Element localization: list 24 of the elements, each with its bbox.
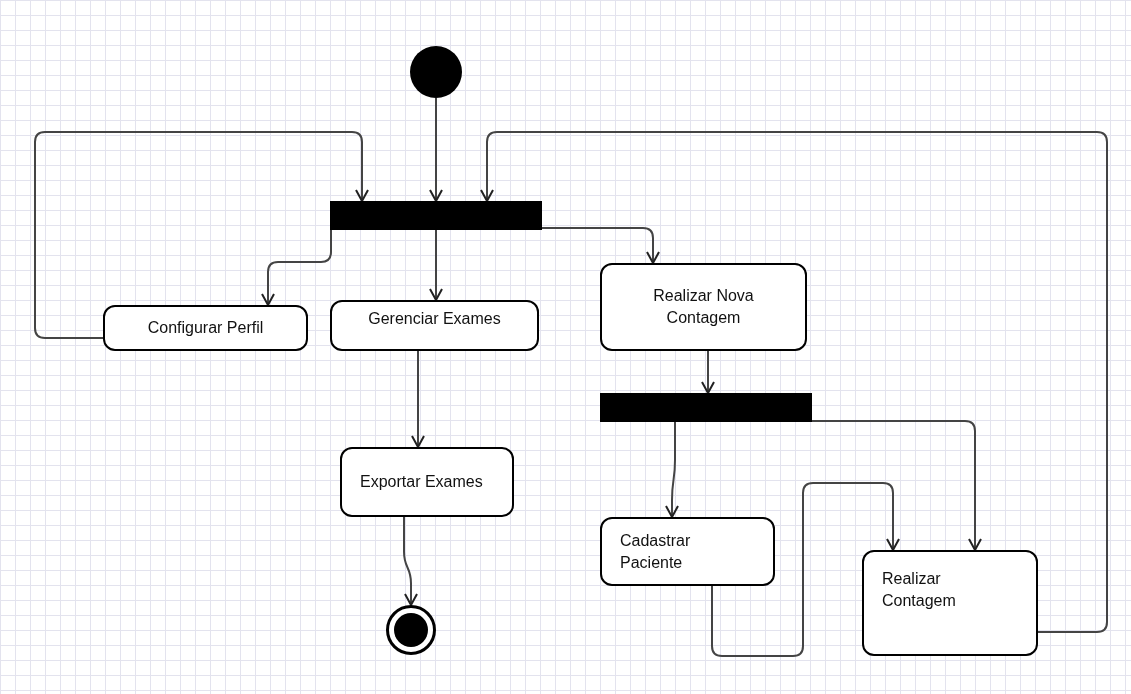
arrow	[480, 131, 1108, 633]
arrow	[34, 131, 369, 339]
activity-box	[600, 517, 775, 586]
activity-label: Realizar Contagem	[882, 569, 957, 611]
activity-box	[862, 550, 1038, 656]
arrow	[261, 229, 332, 306]
activity-label: Exportar Exames	[360, 472, 483, 493]
arrow	[541, 227, 660, 264]
activity-box	[340, 447, 514, 517]
arrow	[701, 350, 715, 394]
arrow	[711, 482, 900, 657]
activity-box	[103, 305, 308, 351]
activity-label: Realizar Nova Contagem	[652, 286, 755, 328]
arrow	[811, 420, 982, 551]
arrow	[429, 97, 443, 202]
activity-label: Configurar Perfil	[147, 318, 264, 339]
arrow	[429, 229, 443, 301]
arrow	[665, 421, 679, 518]
arrow	[411, 350, 425, 448]
arrow	[403, 516, 418, 606]
activity-box	[330, 300, 539, 351]
activity-label: Gerenciar Exames	[368, 309, 501, 329]
activity-box	[600, 263, 807, 351]
activity-label: Cadastrar Paciente	[620, 530, 692, 573]
